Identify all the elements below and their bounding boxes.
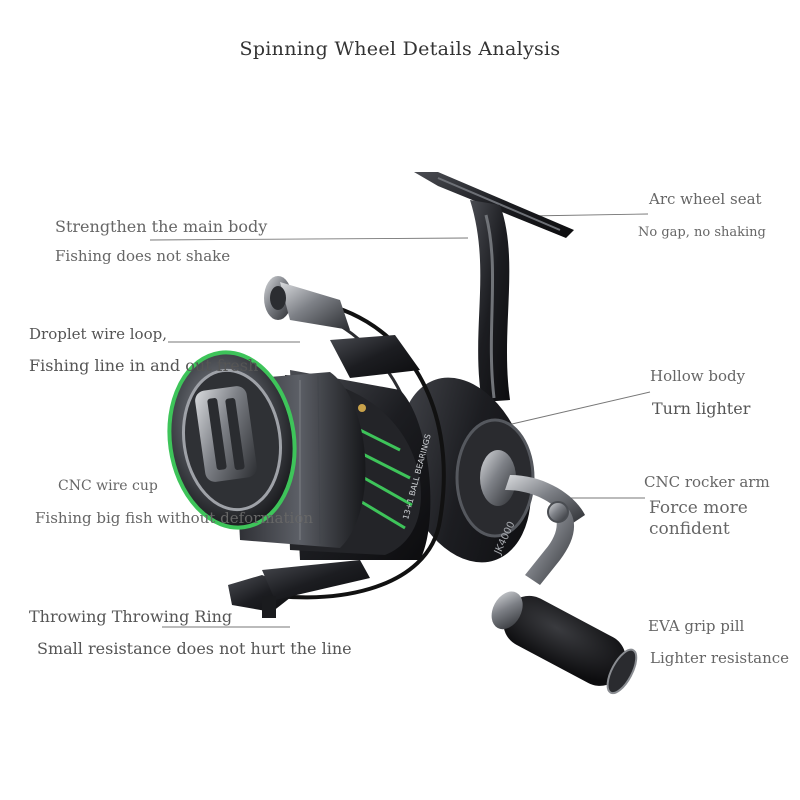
bail-wire [239,298,446,600]
eva-grip [491,591,638,695]
callout-droplet-desc: Fishing line in and out fresh [29,356,259,375]
reel-stem [470,200,510,402]
page-title: Spinning Wheel Details Analysis [239,38,561,60]
leader-lines [149,213,651,628]
callout-hollow-title: Hollow body [650,367,746,385]
callout-cup-title: CNC wire cup [58,478,158,494]
callout-main-body-desc: Fishing does not shake [55,247,231,265]
callout-ring-title: Throwing Throwing Ring [29,607,233,626]
callout-arc-seat-desc: No gap, no shaking [638,225,766,240]
callout-grip-title: EVA grip pill [648,617,745,635]
callout-arc-seat-title: Arc wheel seat [649,190,762,208]
leader-line-main-body [149,237,469,241]
line-roller [264,276,350,330]
callout-cup-desc: Fishing big fish without deformation [35,509,314,527]
leader-line-arc-seat [527,213,649,217]
callout-rocker-desc-2: confident [649,519,730,539]
callout-main-body-title: Strengthen the main body [55,217,268,236]
callout-rocker-title: CNC rocker arm [644,473,770,491]
rotor-arm-upper [330,335,420,378]
callout-hollow-desc: Turn lighter [652,399,751,418]
leader-line-hollow [511,391,651,425]
drag-knob [195,386,257,482]
callout-droplet-title: Droplet wire loop, [29,325,167,343]
callout-grip-desc: Lighter resistance [650,649,790,667]
callout-rocker-desc-1: Force more [649,498,748,518]
callout-ring-desc: Small resistance does not hurt the line [37,639,352,658]
